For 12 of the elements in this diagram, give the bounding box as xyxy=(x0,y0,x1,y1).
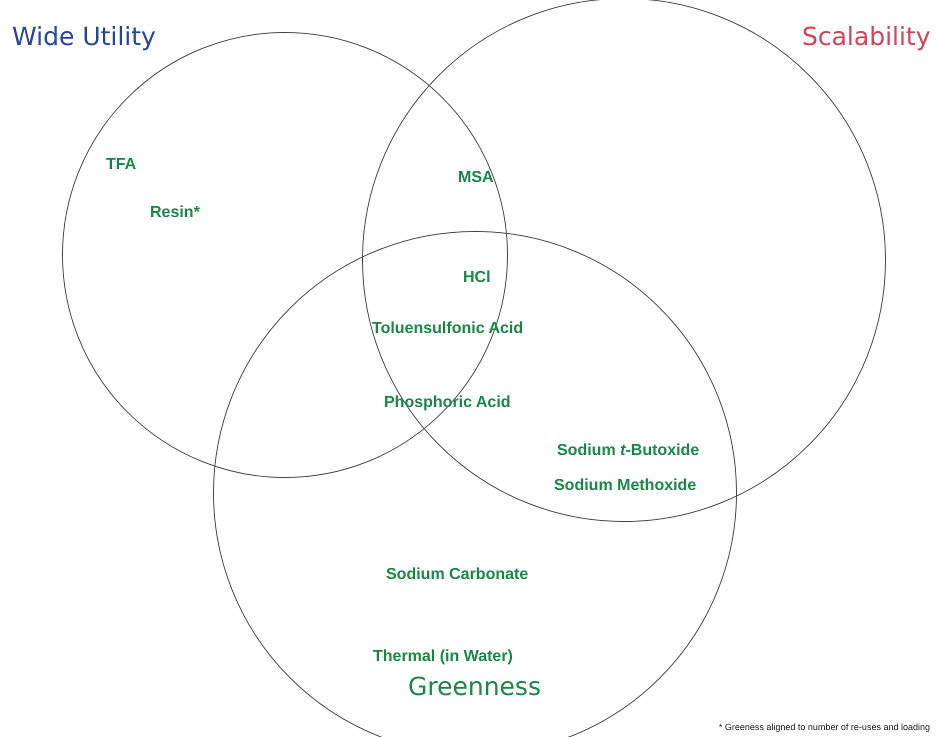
item-label: TFA xyxy=(106,156,136,174)
footnote: * Greeness aligned to number of re-uses and loading xyxy=(718,722,930,732)
item-label: Thermal (in Water) xyxy=(373,648,513,666)
item-label: Sodium Methoxide xyxy=(554,477,696,495)
item-label: Sodium Carbonate xyxy=(386,566,528,584)
set-title: Wide Utility xyxy=(12,22,156,51)
item-label: MSA xyxy=(458,169,494,187)
item-label: HCl xyxy=(463,269,491,287)
set-title: Greenness xyxy=(408,672,541,701)
set-title: Scalability xyxy=(802,22,931,51)
item-label: Resin* xyxy=(150,204,200,222)
item-label: Sodium t-Butoxide xyxy=(557,442,700,460)
